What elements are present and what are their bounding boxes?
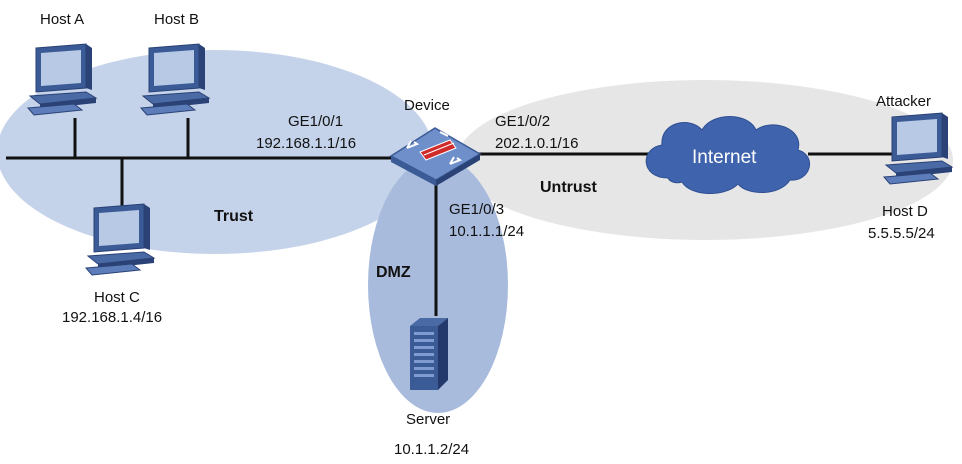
cloud-icon [645, 116, 810, 195]
untrust-zone-label: Untrust [540, 179, 598, 196]
dmz-zone-label: DMZ [376, 264, 411, 281]
ge3-ip-label: 10.1.1.1/24 [449, 223, 524, 240]
server-icon [410, 318, 448, 390]
host-a-label: Host A [40, 11, 84, 28]
trust-zone [0, 50, 433, 254]
trust-zone-label: Trust [214, 208, 254, 225]
host-c-pc-icon [85, 203, 155, 276]
host-d-label: Host D [882, 203, 928, 220]
dmz-zone [368, 157, 508, 413]
server-ip-label: 10.1.1.2/24 [394, 441, 469, 458]
ge2-ip-label: 202.1.0.1/16 [495, 135, 578, 152]
server-label: Server [406, 411, 450, 428]
internet-label: Internet [692, 147, 757, 168]
host-c-ip-label: 192.168.1.4/16 [62, 309, 162, 326]
firewall-icon [389, 127, 482, 186]
device-label: Device [404, 97, 450, 114]
ge1-ip-label: 192.168.1.1/16 [256, 135, 356, 152]
host-c-label: Host C [94, 289, 140, 306]
attacker-label: Attacker [876, 93, 931, 110]
ge1-name-label: GE1/0/1 [288, 113, 343, 130]
ge3-name-label: GE1/0/3 [449, 201, 504, 218]
host-d-ip-label: 5.5.5.5/24 [868, 225, 935, 242]
host-b-label: Host B [154, 11, 199, 28]
ge2-name-label: GE1/0/2 [495, 113, 550, 130]
